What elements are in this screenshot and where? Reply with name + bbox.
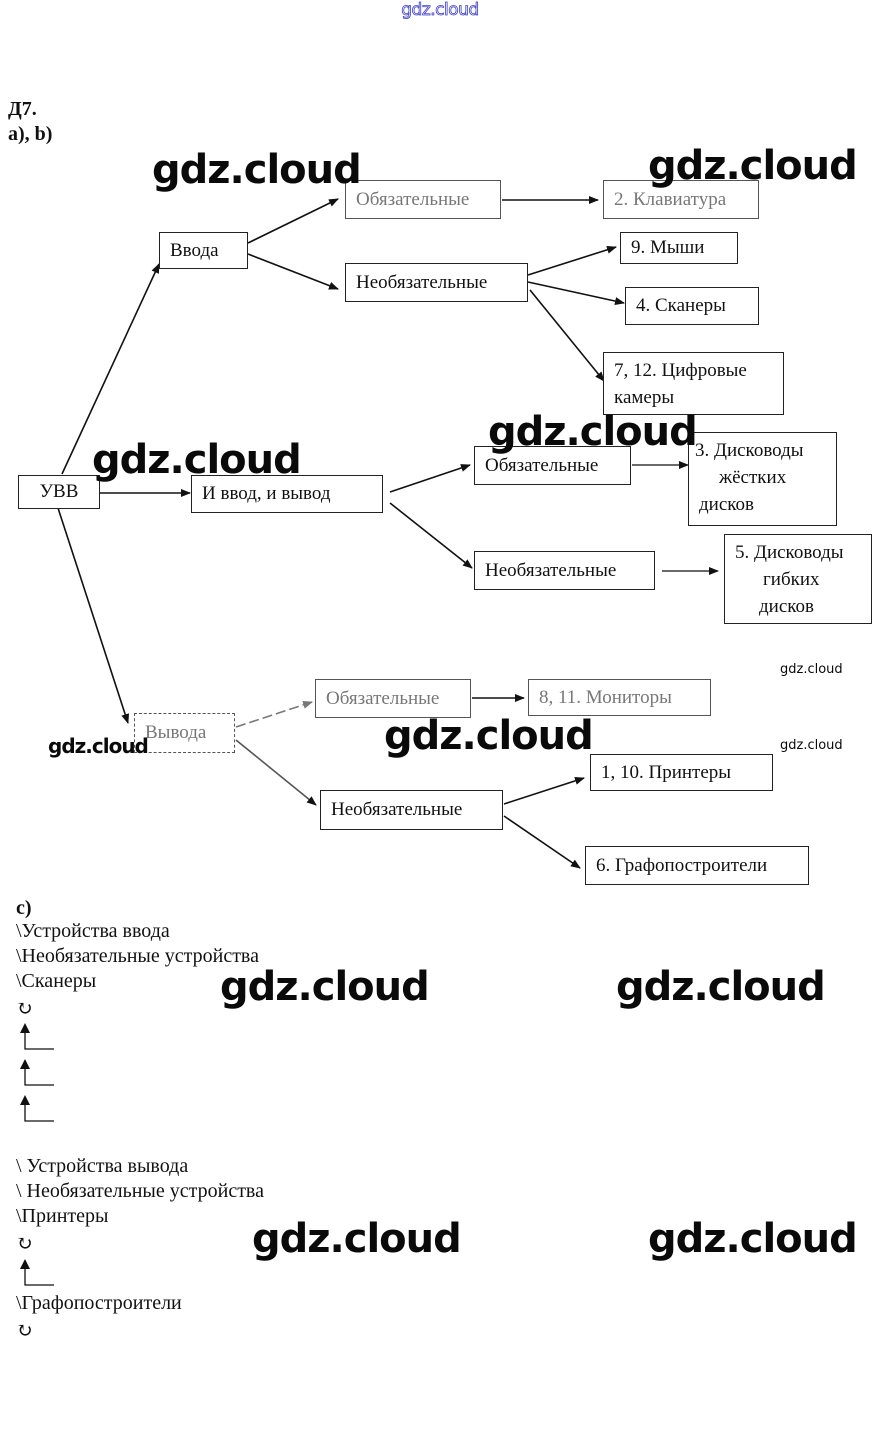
watermark: gdz.cloud	[488, 409, 698, 455]
node-input-optional: Необязательные	[345, 263, 528, 302]
path-output-line-2: \ Необязательные устройства	[16, 1180, 264, 1202]
node-input: Ввода	[159, 232, 248, 269]
watermark: gdz.cloud	[252, 1216, 462, 1262]
arrow-io-required	[389, 464, 471, 493]
arrow-output-required	[235, 701, 313, 728]
node-input-label: Ввода	[170, 239, 219, 261]
node-io-required-label: Обязательные	[485, 454, 599, 476]
node-keyboard-label: 2. Клавиатура	[614, 188, 727, 210]
path-output-line-1: \ Устройства вывода	[16, 1155, 189, 1177]
watermark: gdz.cloud	[92, 437, 302, 483]
arrow-root-to-input	[61, 263, 160, 475]
node-mice-label: 9. Мыши	[631, 237, 705, 258]
tree-up-arrow-icon	[20, 1023, 54, 1050]
node-output-optional: Необязательные	[320, 790, 503, 830]
node-output-optional-label: Необязательные	[331, 799, 463, 820]
watermark: gdz.cloud	[616, 964, 826, 1010]
node-output-required: Обязательные	[315, 679, 471, 718]
refresh-icon: ↻	[16, 998, 33, 1020]
node-fdd-line3: дисков	[759, 596, 815, 617]
task-parts-ab: a), b)	[8, 123, 53, 145]
refresh-icon: ↻	[16, 1320, 33, 1342]
tree-up-arrow-icon	[20, 1059, 54, 1086]
node-scanners: 4. Сканеры	[625, 287, 759, 325]
node-printers-label: 1, 10. Принтеры	[601, 761, 732, 783]
node-io: И ввод, и вывод	[191, 475, 383, 513]
node-monitors-label: 8, 11. Мониторы	[539, 686, 672, 708]
node-input-optional-label: Необязательные	[356, 271, 488, 293]
node-hdd: 3. Дисководы жёстких дисков	[688, 432, 837, 526]
node-plotters-label: 6. Графопостроители	[596, 854, 768, 876]
arrow-root-to-output	[57, 507, 130, 724]
node-keyboard: 2. Клавиатура	[603, 180, 759, 219]
arrow-input-required	[247, 198, 339, 244]
path-input-line-3: \Сканеры	[16, 970, 97, 992]
watermark: gdz.cloud	[48, 734, 149, 758]
node-fdd-line2: гибких	[763, 569, 820, 590]
watermark: gdz.cloud	[648, 1216, 858, 1262]
watermark: gdz.cloud	[220, 964, 430, 1010]
path-input-line-1: \Устройства ввода	[16, 920, 170, 942]
watermark: gdz.cloud	[780, 738, 843, 753]
node-cameras: 7, 12. Цифровые камеры	[603, 352, 784, 415]
arrow-scanners	[527, 281, 625, 305]
task-part-c: c)	[16, 897, 32, 919]
node-cameras-line1: 7, 12. Цифровые	[614, 360, 747, 381]
watermark: gdz.cloud	[780, 662, 843, 677]
tree-up-arrow-icon	[20, 1259, 54, 1286]
node-input-required-label: Обязательные	[356, 188, 470, 210]
node-output-required-label: Обязательные	[326, 687, 440, 709]
node-root: УВВ	[18, 475, 100, 509]
task-number: Д7.	[8, 98, 37, 120]
arrow-io-optional	[389, 502, 473, 569]
watermark: gdz.cloud	[384, 713, 594, 759]
node-io-optional-label: Необязательные	[485, 559, 617, 581]
node-output-label: Вывода	[145, 722, 207, 743]
node-plotters: 6. Графопостроители	[585, 846, 809, 885]
node-hdd-line3: дисков	[699, 494, 755, 515]
node-io-optional: Необязательные	[474, 551, 655, 590]
path-input-line-2: \Необязательные устройства	[16, 945, 259, 967]
node-input-required: Обязательные	[345, 180, 501, 219]
arrow-input-optional	[247, 253, 339, 290]
watermark: gdz.cloud	[648, 143, 858, 189]
tree-up-arrow-icon	[20, 1095, 54, 1122]
node-scanners-label: 4. Сканеры	[636, 295, 726, 316]
node-mice: 9. Мыши	[620, 232, 738, 264]
node-hdd-line1: 3. Дисководы	[695, 440, 804, 461]
refresh-icon: ↻	[16, 1233, 33, 1255]
node-fdd: 5. Дисководы гибких дисков	[724, 534, 872, 624]
arrow-mice	[527, 245, 617, 276]
watermark: gdz.cloud	[152, 147, 362, 193]
arrow-printers	[503, 776, 585, 805]
node-io-required: Обязательные	[474, 446, 631, 485]
arrow-output-optional	[235, 739, 317, 806]
node-monitors: 8, 11. Мониторы	[528, 679, 711, 716]
arrow-plotters	[503, 815, 581, 869]
node-fdd-line1: 5. Дисководы	[735, 542, 844, 563]
node-io-label: И ввод, и вывод	[202, 483, 331, 504]
path-output-after: \Графопостроители	[16, 1292, 182, 1314]
node-output: Вывода	[134, 713, 235, 753]
node-hdd-line2: жёстких	[719, 467, 787, 488]
node-root-label: УВВ	[39, 481, 79, 502]
watermark-top: gdz.cloud	[401, 0, 480, 20]
arrow-cameras	[529, 289, 605, 382]
node-cameras-line2: камеры	[614, 387, 675, 408]
path-output-line-3: \Принтеры	[16, 1205, 109, 1227]
node-printers: 1, 10. Принтеры	[590, 754, 773, 791]
